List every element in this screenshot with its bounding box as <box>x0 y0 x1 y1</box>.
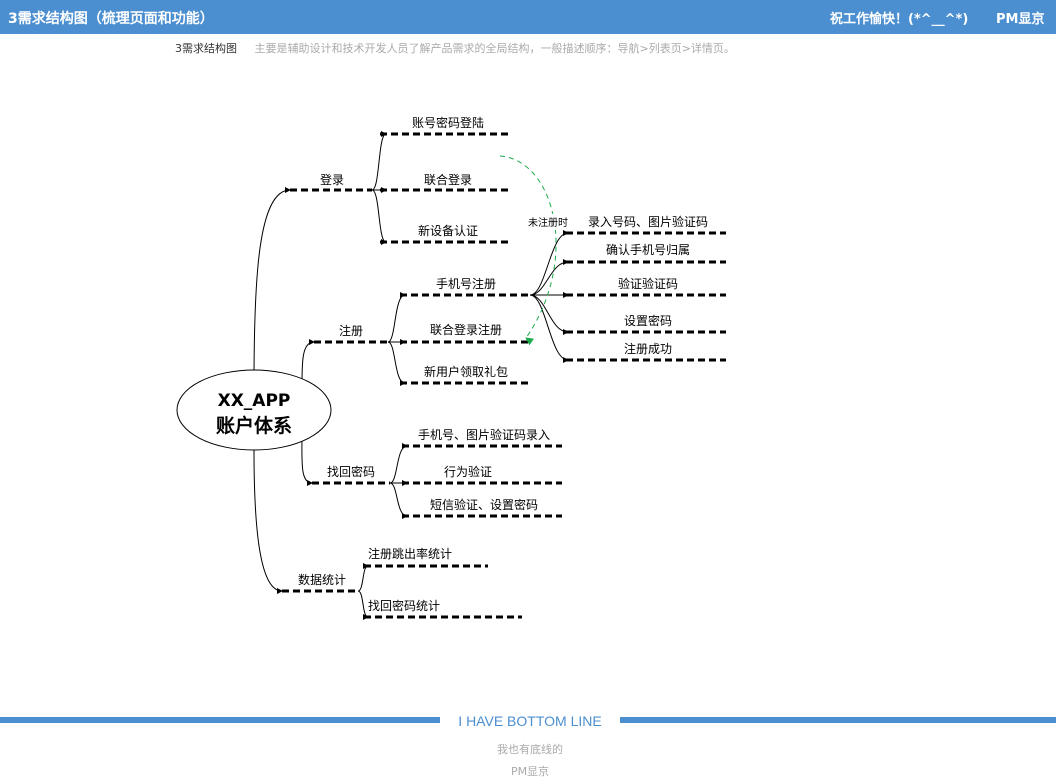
footer-line-left <box>0 717 440 723</box>
label-step-input: 录入号码、图片验证码 <box>588 214 708 229</box>
label-register-joint: 联合登录注册 <box>430 322 502 337</box>
label-recover-input: 手机号、图片验证码录入 <box>418 427 550 442</box>
footer-line-right <box>620 717 1056 723</box>
unregistered-link <box>499 155 557 346</box>
label-step-password: 设置密码 <box>624 313 672 328</box>
label-recover: 找回密码 <box>327 464 375 479</box>
label-login-joint: 联合登录 <box>424 172 472 187</box>
subheader-description: 主要是辅助设计和技术开发人员了解产品需求的全局结构，一般描述顺序：导航>列表页>… <box>254 42 735 55</box>
connector-login <box>253 187 291 386</box>
connector-register <box>301 339 315 386</box>
mind-map-diagram: XX_APP 账户体系 登录 账号密码登陆 联合登录 新设备认证 注册 手机号注… <box>176 115 726 620</box>
branch-register: 注册 手机号注册 联合登录注册 新用户领取礼包 录入号码、图片验证码 确认手机号… <box>314 214 726 386</box>
label-step-success: 注册成功 <box>624 341 672 356</box>
page-subheader: 3需求结构图 主要是辅助设计和技术开发人员了解产品需求的全局结构，一般描述顺序：… <box>175 40 735 56</box>
label-recover-sms: 短信验证、设置密码 <box>430 497 538 512</box>
center-node-subtitle: 账户体系 <box>216 414 292 437</box>
label-recover-behavior: 行为验证 <box>444 464 492 479</box>
footer-subtitle: 我也有底线的 <box>497 743 563 756</box>
label-register-gift: 新用户领取礼包 <box>424 364 508 379</box>
connector-stats <box>253 449 283 594</box>
label-step-verify: 验证验证码 <box>618 276 678 291</box>
label-login-device: 新设备认证 <box>418 223 478 238</box>
label-stats: 数据统计 <box>298 572 346 587</box>
subheader-page-name: 3需求结构图 <box>175 42 237 55</box>
footer-bottom-line-text: I HAVE BOTTOM LINE <box>458 713 602 729</box>
center-node-title: XX_APP <box>218 391 291 411</box>
brand-name: PM显京 <box>996 12 1045 27</box>
center-node <box>176 369 332 451</box>
label-login: 登录 <box>320 172 344 187</box>
label-login-password: 账号密码登陆 <box>412 115 484 130</box>
branch-recover: 找回密码 手机号、图片验证码录入 行为验证 短信验证、设置密码 <box>312 427 562 519</box>
label-register: 注册 <box>339 323 363 338</box>
unregistered-label-bg <box>522 214 572 230</box>
branch-login: 登录 账号密码登陆 联合登录 新设备认证 <box>290 115 510 245</box>
label-register-phone: 手机号注册 <box>436 276 496 291</box>
label-step-confirm: 确认手机号归属 <box>606 243 690 257</box>
page-title: 3需求结构图（梳理页面和功能） <box>8 11 214 27</box>
top-bar: 3需求结构图（梳理页面和功能） 祝工作愉快！(*^__^*) PM显京 <box>0 0 1056 34</box>
greeting-text: 祝工作愉快！(*^__^*) <box>830 12 969 27</box>
label-stats-recover: 找回密码统计 <box>368 598 440 613</box>
label-stats-register: 注册跳出率统计 <box>368 546 452 561</box>
branch-stats: 数据统计 注册跳出率统计 找回密码统计 <box>282 546 522 620</box>
footer-brand: PM显京 <box>510 765 550 778</box>
unregistered-label: 未注册时 <box>528 216 568 229</box>
